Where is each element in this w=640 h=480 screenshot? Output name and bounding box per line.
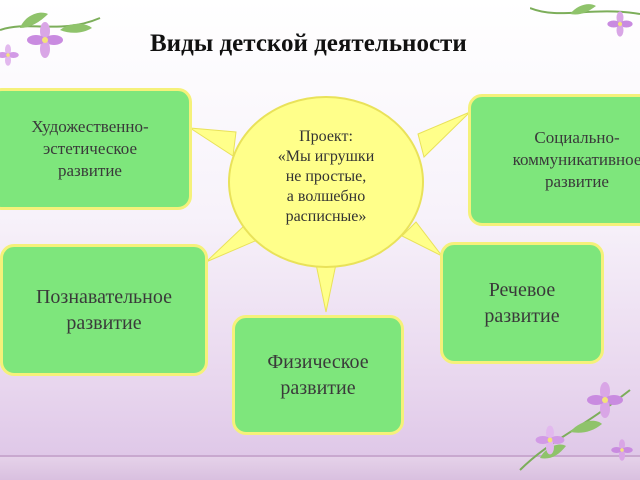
bottom-divider — [0, 455, 640, 457]
ray-to-social — [417, 111, 471, 158]
box-cognitive: Познавательное развитие — [0, 244, 208, 376]
box-physical-label: Физическое развитие — [267, 351, 369, 399]
flower-decoration-top-right-icon — [530, 4, 640, 37]
box-artistic-label: Художественно- эстетическое развитие — [31, 117, 149, 180]
flower-decoration-top-left-icon — [0, 12, 101, 66]
flower-decoration-bottom-right-icon — [519, 382, 633, 471]
box-cognitive-label: Познавательное развитие — [35, 286, 172, 334]
box-speech: Речевое развитие — [440, 242, 604, 364]
ray-to-artistic — [189, 127, 237, 157]
project-text: Проект: «Мы игрушки не простые, а волшеб… — [277, 128, 375, 225]
box-artistic: Художественно- эстетическое развитие — [0, 88, 192, 210]
box-speech-label: Речевое развитие — [484, 279, 560, 327]
box-social: Социально- коммуникативное развитие — [468, 94, 640, 226]
box-physical: Физическое развитие — [232, 315, 404, 435]
ray-to-physical — [315, 263, 337, 313]
slide-title: Виды детской деятельности — [150, 30, 467, 57]
project-circle: Проект: «Мы игрушки не простые, а волшеб… — [228, 96, 424, 268]
box-social-label: Социально- коммуникативное развитие — [512, 128, 640, 191]
ray-to-speech — [401, 221, 443, 257]
